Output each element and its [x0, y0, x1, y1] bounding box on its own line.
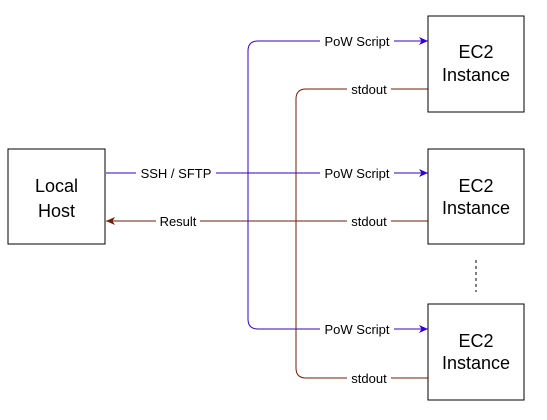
pow-script-arrow-bottom — [247, 173, 428, 333]
local-host-node: Local Host — [7, 148, 106, 245]
ssh-sftp-label: SSH / SFTP — [141, 166, 212, 181]
ec2-instance-node-bottom: EC2 Instance — [427, 303, 525, 401]
ec2-middle-label-line1: EC2 — [458, 176, 493, 196]
ec2-instance-node-top: EC2 Instance — [427, 15, 525, 113]
pow-script-label-middle: PoW Script — [324, 166, 389, 181]
edge-label-pow-middle: PoW Script — [320, 165, 394, 181]
edge-label-ssh-sftp: SSH / SFTP — [136, 165, 216, 181]
local-host-label-line2: Host — [38, 201, 75, 221]
ec2-bottom-label-line1: EC2 — [458, 331, 493, 351]
stdout-label-bottom: stdout — [351, 371, 387, 386]
pow-script-label-top: PoW Script — [324, 34, 389, 49]
edge-label-stdout-middle: stdout — [347, 213, 391, 229]
stdout-label-top: stdout — [351, 82, 387, 97]
edge-label-pow-top: PoW Script — [320, 33, 394, 49]
stdout-label-middle: stdout — [351, 214, 387, 229]
local-host-label-line1: Local — [35, 176, 78, 196]
pow-script-arrow-top — [247, 37, 428, 173]
ec2-top-label-line1: EC2 — [458, 42, 493, 62]
edge-label-stdout-top: stdout — [347, 81, 391, 97]
pow-script-label-bottom: PoW Script — [324, 322, 389, 337]
ec2-middle-label-line2: Instance — [442, 198, 510, 218]
stdout-line-top — [295, 88, 428, 379]
edge-label-result: Result — [156, 213, 200, 229]
ec2-top-label-line2: Instance — [442, 65, 510, 85]
ec2-bottom-label-line2: Instance — [442, 353, 510, 373]
result-label: Result — [160, 214, 197, 229]
ec2-instance-node-middle: EC2 Instance — [427, 148, 525, 245]
edge-label-pow-bottom: PoW Script — [320, 321, 394, 337]
edge-label-stdout-bottom: stdout — [347, 370, 391, 386]
